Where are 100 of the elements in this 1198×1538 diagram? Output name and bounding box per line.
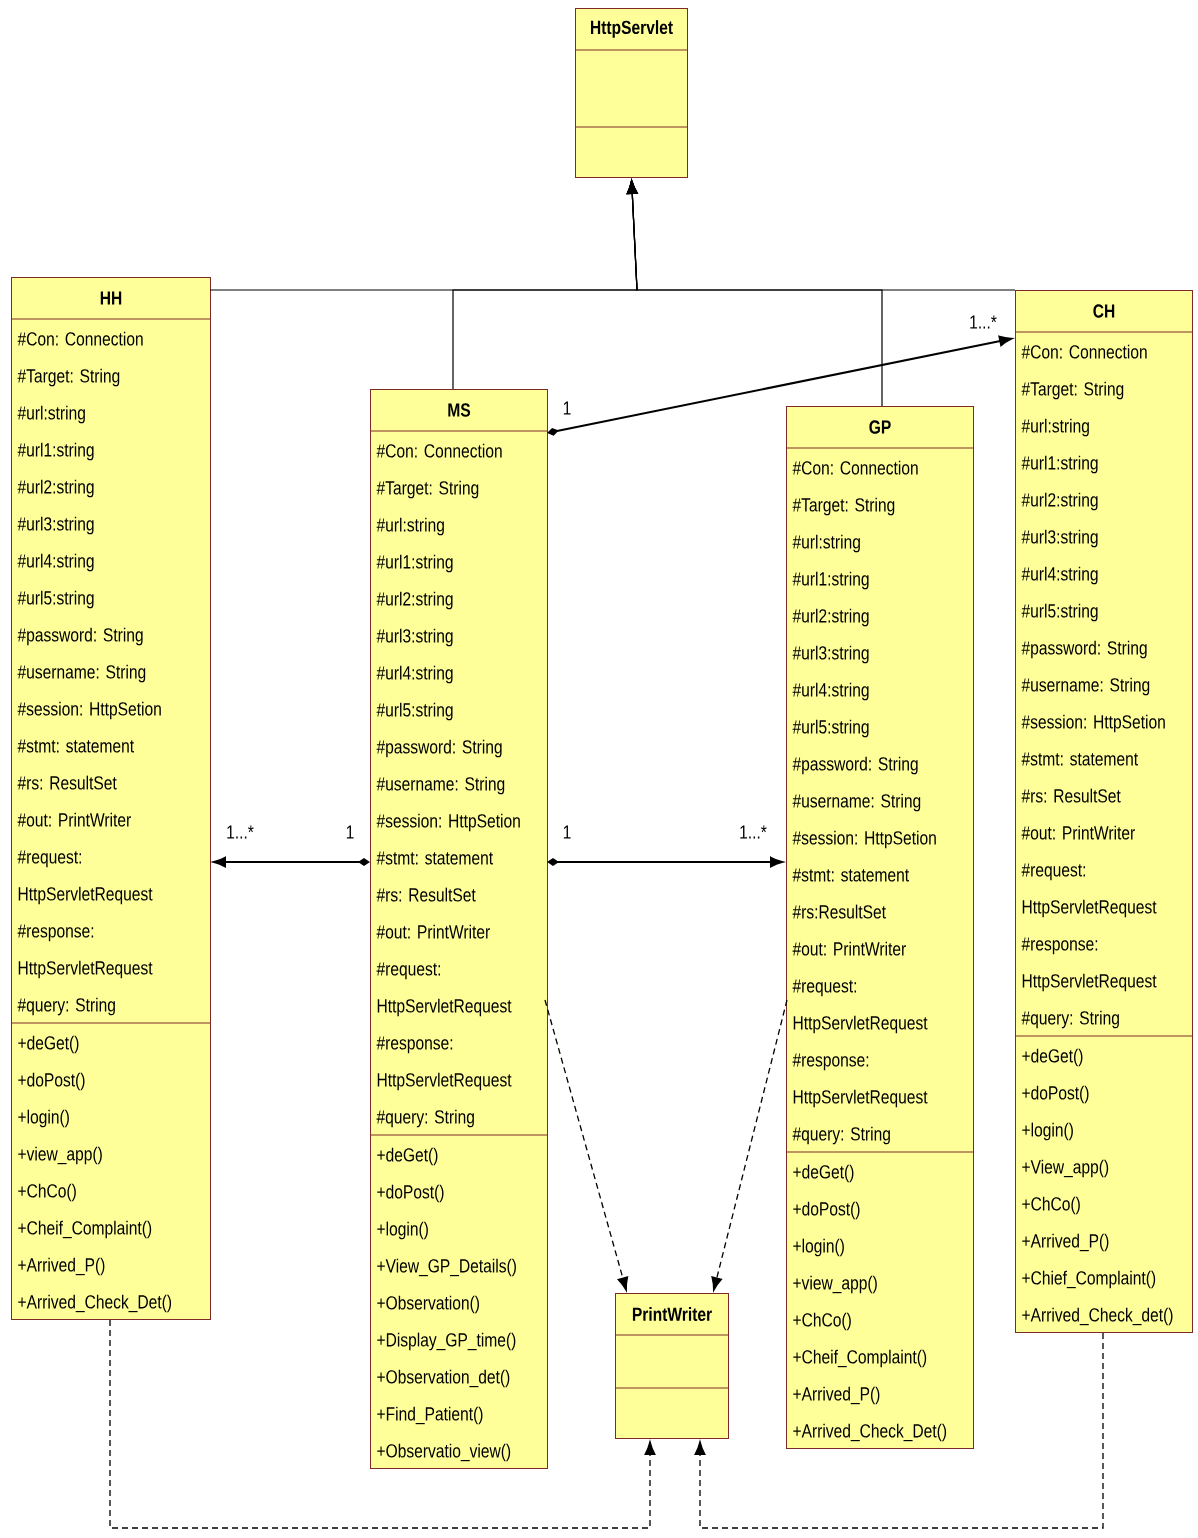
method-text: +Cheif_Complaint() — [793, 1349, 927, 1368]
attribute-text: #password: String — [1021, 640, 1147, 659]
attribute-text: #url2:string — [1021, 492, 1098, 511]
dependency-arrow — [694, 1332, 1104, 1529]
attribute-text: #url5:string — [792, 719, 869, 738]
attribute-text: #session: HttpSetion — [1021, 714, 1165, 733]
attribute-text: #Con: Connection — [792, 460, 918, 475]
attribute-text: #Con: Connection — [376, 443, 502, 458]
attribute-text: #url2:string — [792, 608, 869, 627]
attribute-text: #request: HttpServletRequest — [1021, 863, 1157, 918]
attribute-text: #rs: ResultSet — [17, 775, 117, 790]
attribute-text: #Con: Connection — [17, 331, 143, 346]
attribute-text: #query: String — [376, 1109, 474, 1128]
attribute-text: #url4:string — [792, 682, 869, 701]
method-text: +Arrived_Check_Det() — [793, 1423, 947, 1442]
method-text: +Arrived_Check_Det() — [18, 1294, 172, 1313]
attribute-text: #session: HttpSetion — [17, 701, 161, 720]
multiplicity-label: 1...* — [740, 825, 767, 839]
method-text: +Arrived_P() — [793, 1386, 880, 1405]
attribute-text: #url1:string — [792, 571, 869, 590]
attribute-text: #rs:ResultSet — [792, 904, 886, 919]
attribute-text: #url3:string — [1021, 529, 1098, 548]
attribute-text: #session: HttpSetion — [376, 813, 520, 832]
method-text: +doPost() — [1022, 1085, 1089, 1104]
class-name: GP — [869, 420, 891, 434]
method-text: +Observatio_view() — [377, 1443, 511, 1462]
attribute-text: #Con: Connection — [1021, 344, 1147, 359]
attribute-text: #password: String — [792, 756, 918, 775]
attribute-text: #Target: String — [17, 368, 120, 387]
method-text: +ChCo() — [793, 1312, 851, 1331]
method-text: +login() — [1022, 1122, 1073, 1141]
attribute-text: #stmt: statement — [1021, 752, 1138, 766]
attribute-text: #out: PrintWriter — [376, 924, 490, 939]
method-text: +deGet() — [377, 1147, 438, 1166]
method-text: +Cheif_Complaint() — [18, 1220, 152, 1239]
method-text: +ChCo() — [18, 1183, 76, 1202]
method-text: +Chief_Complaint() — [1022, 1270, 1156, 1289]
dependency-arrow — [711, 999, 788, 1292]
method-text: +login() — [18, 1109, 69, 1128]
method-text: +deGet() — [18, 1035, 79, 1054]
class-name: CH — [1093, 304, 1115, 318]
dependency-arrow — [544, 999, 629, 1292]
method-text: +Find_Patient() — [377, 1406, 483, 1425]
method-text: +Observation() — [377, 1295, 479, 1314]
attribute-text: #url:string — [376, 517, 444, 536]
attribute-text: #session: HttpSetion — [792, 830, 936, 849]
attribute-text: #url5:string — [1021, 603, 1098, 622]
attribute-text: #username: String — [17, 664, 146, 683]
attribute-text: #request: HttpServletRequest — [376, 962, 512, 1017]
class-name: PrintWriter — [632, 1307, 712, 1321]
dependency-arrow — [109, 1319, 656, 1529]
attribute-text: #stmt: statement — [376, 851, 493, 865]
attribute-text: #response: HttpServletRequest — [376, 1036, 512, 1091]
class-box — [370, 389, 548, 1469]
attribute-text: #url:string — [17, 405, 85, 424]
attribute-text: #request: HttpServletRequest — [17, 850, 153, 905]
attribute-text: #username: String — [376, 776, 505, 795]
generalization-arrow — [626, 179, 1016, 291]
method-text: +Observation_det() — [377, 1369, 510, 1388]
association-arrow — [547, 856, 783, 868]
method-text: +Arrived_P() — [18, 1257, 105, 1276]
attribute-text: #request: HttpServletRequest — [792, 979, 928, 1034]
attribute-text: #url1:string — [376, 554, 453, 573]
attribute-text: #url4:string — [17, 553, 94, 572]
attribute-text: #username: String — [792, 793, 921, 812]
method-text: +Arrived_Check_det() — [1022, 1307, 1173, 1326]
class-name: HttpServlet — [591, 20, 673, 38]
attribute-text: #response: HttpServletRequest — [17, 924, 153, 979]
attribute-text: #url3:string — [792, 645, 869, 664]
class-name: MS — [448, 403, 471, 417]
attribute-text: #url5:string — [17, 590, 94, 609]
class-box — [11, 277, 211, 1320]
attribute-text: #out: PrintWriter — [1021, 825, 1135, 840]
attribute-text: #url3:string — [376, 628, 453, 647]
attribute-text: #stmt: statement — [792, 868, 909, 882]
class-box — [1015, 290, 1193, 1333]
method-text: +doPost() — [793, 1201, 860, 1220]
class-name: HH — [100, 291, 122, 305]
method-text: +login() — [377, 1221, 428, 1240]
class-box — [575, 8, 688, 178]
attribute-text: #url1:string — [1021, 455, 1098, 474]
attribute-text: #url3:string — [17, 516, 94, 535]
method-text: +doPost() — [18, 1072, 85, 1091]
method-text: +ChCo() — [1022, 1196, 1080, 1215]
method-text: +View_GP_Details() — [377, 1258, 516, 1277]
attribute-text: #url:string — [792, 534, 860, 553]
method-text: +deGet() — [793, 1164, 854, 1183]
attribute-text: #Target: String — [792, 497, 895, 516]
attribute-text: #url:string — [1021, 418, 1089, 437]
attribute-text: #url1:string — [17, 442, 94, 461]
association-arrow — [547, 335, 1012, 436]
attribute-text: #url4:string — [1021, 566, 1098, 585]
attribute-text: #out: PrintWriter — [792, 941, 906, 956]
attribute-text: #Target: String — [1021, 381, 1124, 400]
method-text: +view_app() — [793, 1275, 877, 1294]
attribute-text: #query: String — [1021, 1010, 1119, 1029]
attribute-text: #rs: ResultSet — [1021, 788, 1121, 803]
attribute-text: #url5:string — [376, 702, 453, 721]
attribute-text: #response: HttpServletRequest — [792, 1053, 928, 1108]
method-text: +Arrived_P() — [1022, 1233, 1109, 1252]
